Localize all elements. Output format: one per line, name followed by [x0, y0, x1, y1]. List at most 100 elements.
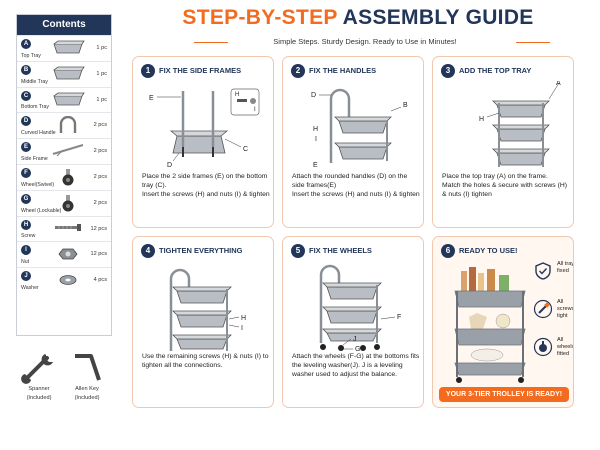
tool-allen-key: Allen Key (Included) — [64, 350, 110, 402]
part-name: Wheel (Lockable) — [21, 207, 62, 214]
part-name: Bottom Tray — [21, 104, 49, 111]
part-letter: H — [21, 219, 31, 230]
part-item-a: A 1 pc Top Tray — [17, 35, 111, 61]
step-card-6: 6 READY TO USE! All trays fixed All scre… — [432, 236, 574, 408]
callout-label: I — [315, 136, 317, 143]
wheel-icon — [62, 168, 74, 186]
step-line: Match the holes & secure with screws (H)… — [442, 181, 568, 198]
step-description: Place the top tray (A) on the frame. Mat… — [442, 173, 570, 199]
frame-icon — [52, 144, 84, 157]
part-item-h: H 12 pcs Screw — [17, 215, 111, 242]
checklist-item: All wheels fitted — [533, 337, 573, 375]
part-item-i: I 12 pcs Nut — [17, 241, 111, 267]
tray-icon — [53, 92, 85, 105]
callout-label: H — [241, 315, 246, 322]
tool-note: (Included) — [26, 395, 52, 401]
step-number: 1 — [141, 64, 155, 78]
callout-label: B — [403, 102, 408, 109]
part-name: Middle Tray — [21, 78, 48, 85]
title-part-1: STEP-BY-STEP — [182, 6, 338, 29]
part-letter: B — [21, 64, 31, 75]
part-qty: 2 pcs — [93, 173, 107, 180]
step-line: Place the top tray (A) on the frame. — [442, 173, 548, 180]
step-number: 3 — [441, 64, 455, 78]
checklist-label: All screws tight — [557, 299, 574, 319]
callout-label: J — [353, 336, 357, 343]
checklist-item: All trays fixed — [533, 261, 573, 299]
spanner-icon — [21, 354, 53, 384]
step-line: Insert the screws (H) and nuts (I) & tig… — [292, 190, 420, 198]
part-letter: A — [21, 39, 31, 49]
part-item-j: J 4 pcs Washer — [17, 267, 111, 293]
step-card-4: 4 TIGHTEN EVERYTHING H I Use the remaini… — [132, 236, 274, 408]
part-name: Side Frame — [21, 155, 48, 162]
step-title: FIX THE HANDLES — [309, 66, 377, 75]
step-number: 6 — [441, 244, 455, 258]
tool-spanner: Spanner (Included) — [16, 350, 62, 402]
step-line: Place the 2 side frames (E) on the botto… — [142, 173, 268, 189]
step-5-illustration: F J G — [319, 264, 401, 351]
part-name: Curved Handle — [21, 130, 56, 137]
step-number: 4 — [141, 244, 155, 258]
callout-label: H — [479, 116, 484, 123]
step-card-5: 5 FIX THE WHEELS F J G Attach the wheels… — [282, 236, 424, 408]
title-part-2: ASSEMBLY GUIDE — [342, 6, 534, 29]
screwdriver-icon — [533, 299, 553, 319]
callout-label: D — [311, 92, 316, 99]
step-description: Attach the wheels (F-G) at the bottoms f… — [292, 353, 420, 379]
part-item-f: F 2 pcs Wheel(Swivel) — [17, 163, 111, 190]
washer-icon — [59, 275, 77, 286]
step-title: TIGHTEN EVERYTHING — [159, 246, 243, 255]
part-letter: D — [21, 116, 31, 127]
part-qty: 1 pc — [96, 45, 107, 51]
subtitle-row: Simple Steps. Sturdy Design. Ready to Us… — [150, 36, 580, 48]
step-title: FIX THE WHEELS — [309, 246, 372, 255]
callout-label: H — [235, 92, 239, 98]
part-qty: 2 pcs — [93, 199, 107, 206]
part-item-e: E 2 pcs Side Frame — [17, 138, 111, 164]
screw-icon — [55, 223, 81, 231]
callout-label: E — [313, 162, 318, 169]
step-title: READY TO USE! — [459, 246, 518, 255]
part-name: Washer — [21, 284, 39, 291]
callout-label: I — [241, 325, 243, 332]
part-item-g: G 2 pcs Wheel (Lockable) — [17, 189, 111, 216]
contents-title: Contents — [17, 15, 111, 35]
step-description: Use the remaining screws (H) & nuts (I) … — [142, 353, 270, 371]
part-qty: 1 pc — [96, 70, 107, 77]
contents-panel: Contents A 1 pc Top Tray B 1 pc Middle T… — [16, 14, 112, 336]
step-description: Place the 2 side frames (E) on the botto… — [142, 173, 270, 199]
tool-name: Allen Key — [75, 386, 99, 392]
step-number: 2 — [291, 64, 305, 78]
handle-icon — [59, 116, 77, 134]
step-card-3: 3 ADD THE TOP TRAY A H Place the top tra… — [432, 56, 574, 228]
callout-label: E — [149, 95, 154, 102]
step-description: Attach the rounded handles (D) on the si… — [292, 173, 420, 199]
tool-note: (Included) — [74, 395, 100, 401]
step-number: 5 — [291, 244, 305, 258]
part-name: Wheel(Swivel) — [21, 181, 55, 188]
callout-label: C — [243, 146, 248, 153]
part-item-c: C 1 pc Bottom Tray — [17, 86, 111, 113]
callout-label: A — [556, 81, 561, 87]
tool-name: Spanner — [28, 386, 50, 392]
checklist-label: All wheels fitted — [557, 337, 574, 357]
part-letter: E — [21, 142, 31, 153]
checklist-label: All trays fixed — [557, 261, 574, 274]
allen-key-icon — [75, 354, 101, 381]
tray-icon — [53, 40, 85, 54]
part-qty: 12 pcs — [90, 251, 107, 258]
subtitle-divider-right — [516, 42, 550, 43]
callout-label: G — [355, 346, 360, 351]
step-line: Attach the rounded handles (D) on the si… — [292, 173, 408, 189]
wheel-check-icon — [533, 337, 553, 357]
part-letter: G — [21, 193, 31, 204]
step-card-1: 1 FIX THE SIDE FRAMES E H I D C Place th… — [132, 56, 274, 228]
step-2-illustration: D B H I E — [311, 88, 408, 169]
part-qty: 12 pcs — [90, 225, 107, 232]
part-qty: 2 pcs — [93, 122, 107, 129]
part-name: Nut — [21, 259, 30, 266]
part-item-d: D 2 pcs Curved Handle — [17, 112, 111, 138]
subtitle-divider-left — [194, 42, 228, 43]
part-qty: 2 pcs — [93, 148, 107, 155]
